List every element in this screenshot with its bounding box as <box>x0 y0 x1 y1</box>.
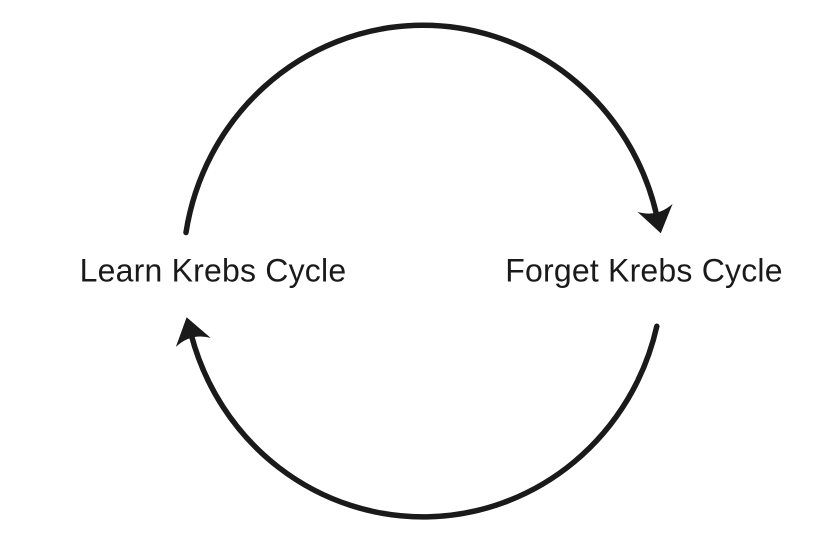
node-learn-krebs-cycle: Learn Krebs Cycle <box>79 252 347 289</box>
arc-forget-to-learn <box>175 317 660 520</box>
node-forget-krebs-cycle: Forget Krebs Cycle <box>505 252 783 289</box>
arc-learn-to-forget <box>183 22 673 236</box>
